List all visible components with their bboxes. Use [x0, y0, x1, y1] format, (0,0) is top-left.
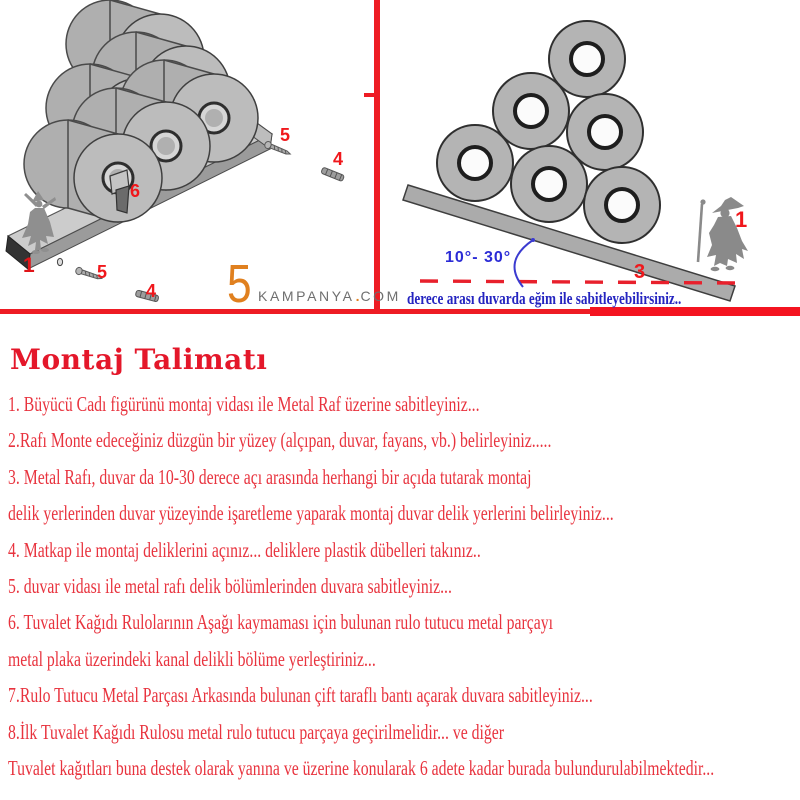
horizontal-divider: [0, 309, 800, 314]
left-isometric-diagram: 5 4 6 1 5 4: [5, 0, 345, 303]
horizontal-divider-thick: [590, 307, 800, 316]
witch-figure-silhouette: [22, 191, 56, 254]
instruction-line: 7.Rulo Tutucu Metal Parçası Arkasında bu…: [8, 683, 593, 708]
vertical-divider: [374, 0, 380, 314]
metal-shelf-bar: [402, 184, 736, 302]
toilet-paper-rolls-left: [23, 0, 259, 223]
part-number-label: 4: [146, 281, 156, 301]
witch-figure-silhouette: [696, 197, 748, 272]
assembly-diagrams: 5 4 6 1 5 4: [5, 0, 748, 303]
dowel-anchor-icon: [321, 167, 345, 182]
dashed-reference-line: [419, 279, 737, 285]
instruction-line: Tuvalet kağıtları buna destek olarak yan…: [8, 756, 715, 781]
part-number-label: 4: [333, 149, 343, 169]
screw-icon: [75, 266, 104, 280]
brand-name: KAMPANYA: [258, 288, 355, 304]
roll-holder-part: [109, 169, 130, 214]
toilet-paper-roll: [566, 93, 644, 171]
right-front-diagram: 1 3: [402, 20, 748, 302]
toilet-paper-roll: [548, 20, 626, 98]
brand-watermark: 5 KAMPANYA . COM: [227, 254, 401, 315]
toilet-paper-roll: [492, 72, 570, 150]
instruction-line: delik yerlerinden duvar yüzeyinde işaret…: [8, 501, 614, 526]
part-number-label: 1: [23, 254, 35, 277]
instruction-line: 8.İlk Tuvalet Kağıdı Rulosu metal rulo t…: [8, 719, 505, 744]
brand-logo-5: 5: [227, 254, 252, 315]
part-number-label: 5: [280, 125, 290, 145]
brand-tld: COM: [360, 288, 401, 304]
incline-caption: derece arası duvarda eğim ile sabitleyeb…: [407, 289, 682, 308]
instruction-line: 4. Matkap ile montaj deliklerini açınız.…: [8, 537, 481, 562]
page-title: Montaj Talimatı: [10, 343, 268, 376]
instruction-line: 3. Metal Rafı, duvar da 10-30 derece açı…: [8, 464, 532, 489]
instruction-line: 1. Büyücü Cadı figürünü montaj vidası il…: [8, 392, 480, 416]
instruction-list: 1. Büyücü Cadı figürünü montaj vidası il…: [8, 386, 800, 786]
angle-arc: [513, 238, 535, 288]
instruction-line: 6. Tuvalet Kağıdı Rulolarının Aşağı kaym…: [8, 610, 554, 635]
toilet-paper-roll: [436, 124, 514, 202]
instruction-line: 2.Rafı Monte edeceğiniz düzgün bir yüzey…: [8, 428, 552, 453]
toilet-paper-roll: [510, 145, 588, 223]
instruction-line: 5. duvar vidası ile metal rafı delik böl…: [8, 574, 452, 599]
mount-hole: [56, 257, 64, 267]
part-number-label: 5: [97, 262, 107, 282]
part-number-label: 1: [735, 207, 747, 232]
dowel-anchor-icon: [135, 289, 160, 303]
instruction-line: metal plaka üzerindeki kanal delikli böl…: [8, 646, 376, 671]
toilet-paper-roll: [23, 119, 163, 223]
toilet-paper-rolls-right: [436, 20, 661, 244]
divider-tick: [364, 93, 380, 97]
brand-dot: .: [355, 288, 360, 304]
angle-range-label: 10°- 30°: [445, 249, 512, 266]
part-number-label: 6: [130, 181, 140, 201]
toilet-paper-roll: [583, 166, 661, 244]
screw-icon: [264, 140, 292, 155]
part-number-label: 3: [634, 261, 645, 283]
